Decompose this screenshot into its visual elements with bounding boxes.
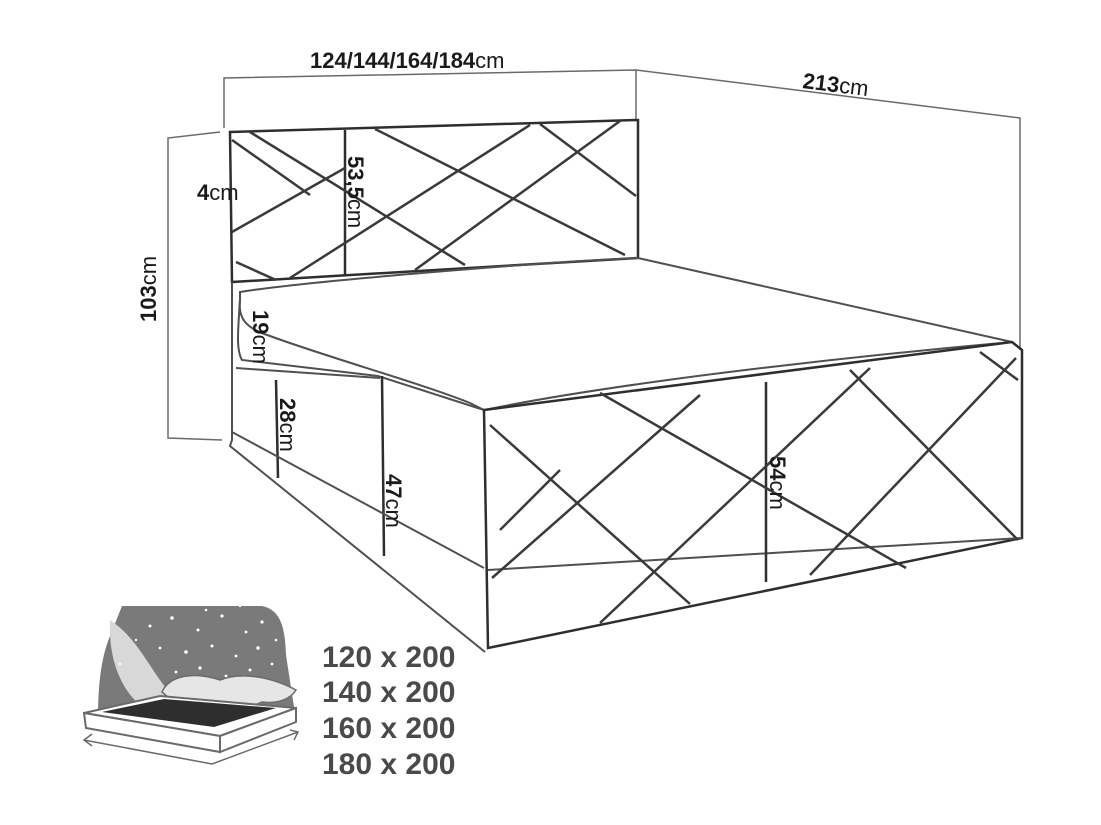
box-side (228, 282, 486, 653)
stars-icon (118, 604, 278, 678)
length-guide-line (635, 69, 1021, 350)
width-label: 124/144/164/184cm (310, 48, 505, 73)
mattress-height-label: 28cm (275, 398, 300, 452)
footboard-base-line (487, 537, 1023, 571)
mattress-size-list: 120 x 200 140 x 200 160 x 200 180 x 200 (322, 641, 455, 781)
mattress-size-icon (82, 604, 300, 765)
moon-crescent-icon (109, 620, 176, 705)
length-label: 213cm (801, 68, 870, 101)
dimension-labels: 124/144/164/184cm 213cm 103cm 4cm 53,5cm… (136, 48, 870, 528)
mattress-front-edge (377, 375, 485, 411)
box-side-lower-line (231, 431, 485, 569)
mattress-surface-icon (102, 699, 276, 727)
topper-height-label: 19cm (248, 310, 273, 364)
footboard-quilting (489, 350, 1019, 624)
mattress-size-item: 120 x 200 (322, 641, 455, 674)
mattress-size-item: 140 x 200 (322, 676, 455, 709)
headboard (228, 118, 640, 284)
height-guide-line (167, 131, 223, 441)
mattress-size-item: 160 x 200 (322, 712, 455, 745)
size-arrow-icon (83, 739, 213, 765)
box-side-divider-1 (274, 379, 280, 479)
mattress-side (237, 299, 379, 377)
mattress (237, 256, 1013, 412)
box-side-top-line (235, 367, 381, 379)
mattress-end-icon (219, 706, 297, 754)
width-guide-line (223, 69, 637, 128)
mattress-size-item: 180 x 200 (322, 748, 455, 781)
box-side-outline (228, 282, 486, 653)
headboard-height-label: 53,5cm (343, 156, 368, 228)
box-height-label: 47cm (381, 474, 406, 528)
headboard-quilting (231, 119, 637, 282)
footboard-outline (482, 340, 1024, 650)
dimension-guides (167, 69, 1021, 441)
mattress-top (238, 256, 1013, 412)
footboard (482, 340, 1024, 650)
box-side-divider-2 (380, 375, 386, 557)
height-label: 103cm (136, 256, 161, 322)
footboard-height-label: 54cm (765, 456, 790, 510)
headboard-thickness-label: 4cm (197, 180, 239, 205)
